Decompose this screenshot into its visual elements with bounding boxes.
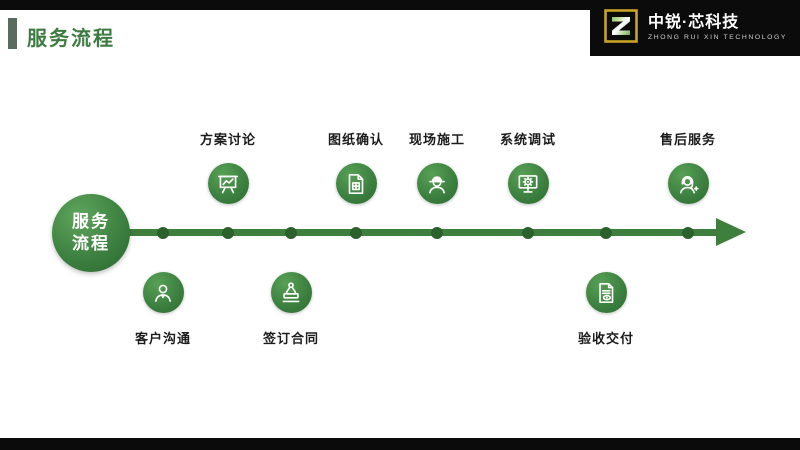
brand-text: 中锐·芯科技 ZHONG RUI XIN TECHNOLOGY bbox=[648, 14, 787, 42]
chart-icon bbox=[207, 163, 249, 204]
step-label: 现场施工 bbox=[408, 132, 465, 147]
brand-block: 中锐·芯科技 ZHONG RUI XIN TECHNOLOGY bbox=[590, 0, 800, 56]
timeline-dot bbox=[431, 227, 443, 239]
bottom-bar bbox=[0, 438, 800, 450]
step-sign-contract: 签订合同 bbox=[245, 272, 337, 347]
brand-subtitle: ZHONG RUI XIN TECHNOLOGY bbox=[647, 34, 788, 42]
headset-icon bbox=[667, 163, 709, 204]
step-label: 售后服务 bbox=[659, 132, 716, 147]
step-after-sales-service: 售后服务 bbox=[642, 129, 734, 204]
timeline-dot bbox=[157, 227, 169, 239]
step-label: 客户沟通 bbox=[134, 331, 191, 346]
top-bar bbox=[0, 0, 800, 10]
step-label: 系统调试 bbox=[499, 132, 556, 147]
timeline-dot bbox=[522, 227, 534, 239]
timeline-arrowhead-icon bbox=[716, 218, 746, 246]
step-site-construction: 现场施工 bbox=[391, 129, 483, 204]
step-label: 图纸确认 bbox=[327, 132, 384, 147]
step-label: 方案讨论 bbox=[199, 132, 256, 147]
step-acceptance-delivery: 验收交付 bbox=[560, 272, 652, 347]
page-title: 服务流程 bbox=[27, 28, 115, 50]
brand-logo-icon bbox=[603, 8, 639, 49]
brand-name: 中锐·芯科技 bbox=[647, 13, 740, 31]
worker-icon bbox=[416, 163, 458, 204]
gear-icon bbox=[507, 163, 549, 204]
blueprint-icon bbox=[335, 163, 377, 204]
timeline-line bbox=[100, 229, 720, 236]
step-label: 验收交付 bbox=[577, 331, 634, 346]
step-plan-discussion: 方案讨论 bbox=[182, 129, 274, 204]
timeline-dot bbox=[350, 227, 362, 239]
timeline-dot bbox=[222, 227, 234, 239]
step-drawing-confirmation: 图纸确认 bbox=[310, 129, 402, 204]
timeline-dot bbox=[600, 227, 612, 239]
doc-eye-icon bbox=[585, 272, 627, 313]
timeline-start-circle: 服务 流程 bbox=[52, 194, 130, 272]
user-icon bbox=[142, 272, 184, 313]
timeline-dot bbox=[285, 227, 297, 239]
timeline-start-line2: 流程 bbox=[72, 234, 110, 253]
timeline-start-line1: 服务 bbox=[72, 211, 110, 231]
title-accent-bar bbox=[8, 18, 17, 49]
step-customer-communication: 客户沟通 bbox=[117, 272, 209, 347]
timeline-dot bbox=[682, 227, 694, 239]
step-label: 签订合同 bbox=[262, 331, 319, 346]
stamp-icon bbox=[270, 272, 312, 313]
step-system-debugging: 系统调试 bbox=[482, 129, 574, 204]
